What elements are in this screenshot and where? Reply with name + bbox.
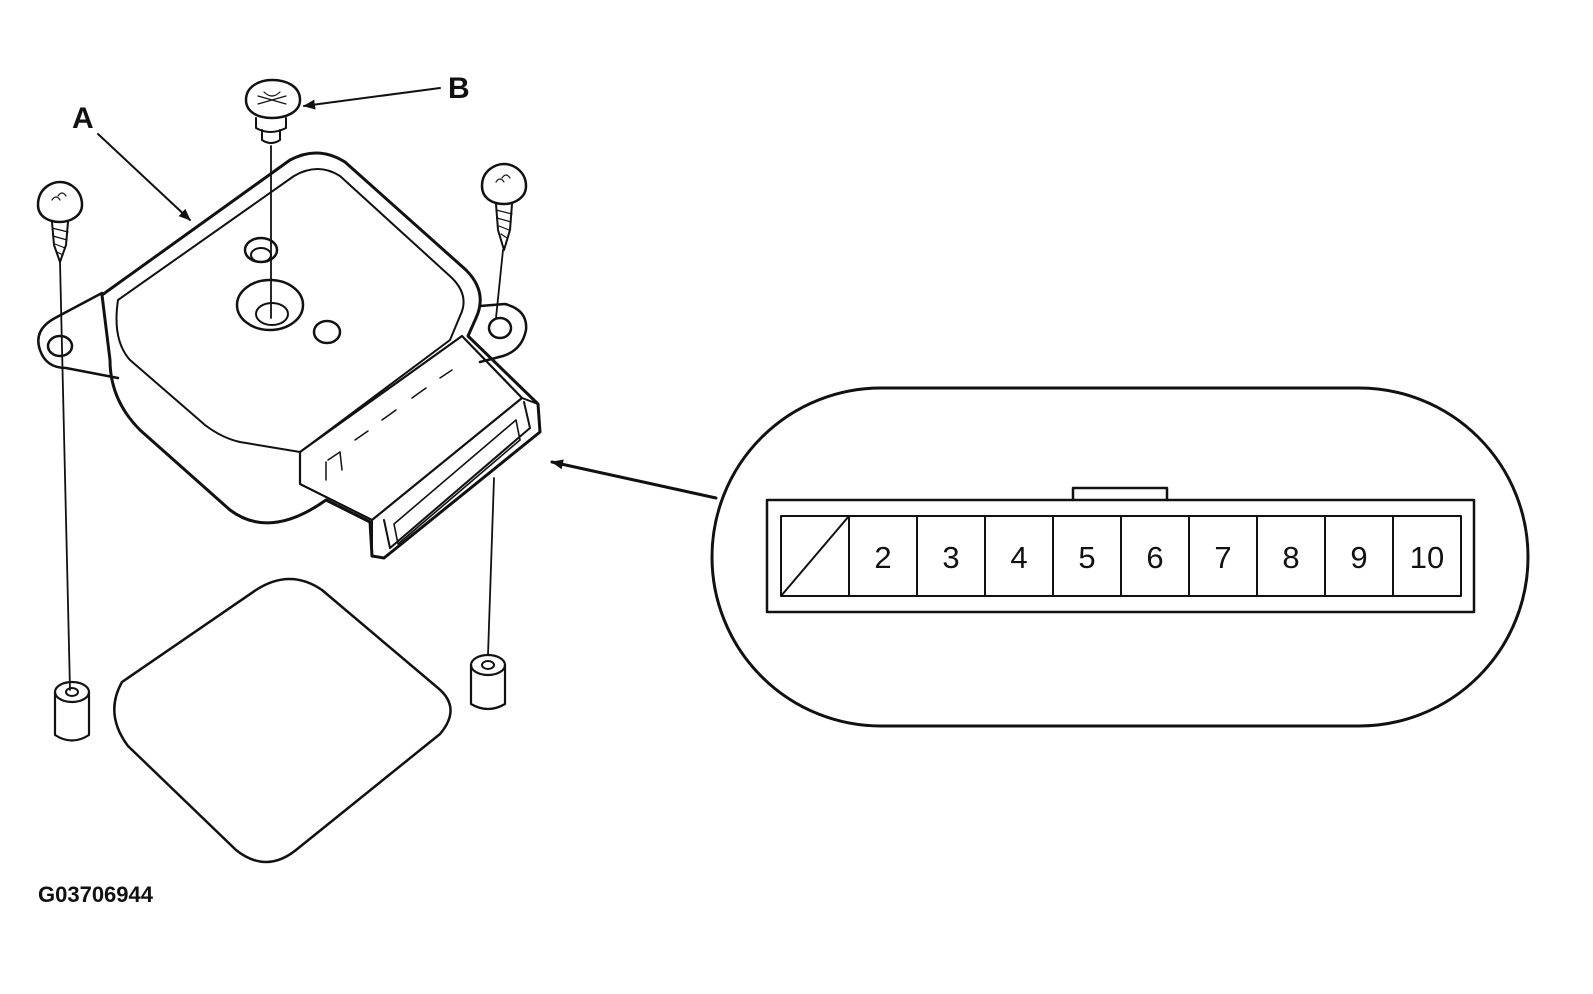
connector-pin-label: 3: [942, 540, 959, 575]
callout-a-label: A: [72, 102, 94, 135]
connector-lock-tab: [1071, 486, 1169, 502]
connector-pin-label: 9: [1350, 540, 1367, 575]
left-bushing: [53, 680, 91, 742]
connector-pin-9: 9: [1324, 515, 1394, 597]
connector-pin-1: [780, 515, 850, 597]
connector-pin-label: 7: [1214, 540, 1231, 575]
right-bushing: [469, 653, 507, 711]
connector-pin-8: 8: [1256, 515, 1326, 597]
connector-detail: 2 3 4 5 6 7 8 9 10: [550, 386, 1530, 728]
connector-pin-label: 5: [1078, 540, 1095, 575]
callout-b: B: [303, 72, 470, 110]
connector-pin-7: 7: [1188, 515, 1258, 597]
connector-frame: [765, 498, 1476, 614]
callout-a: A: [72, 102, 191, 221]
connector-pin-2: 2: [848, 515, 918, 597]
connector-pin-3: 3: [916, 515, 986, 597]
connector-pin-label: 6: [1146, 540, 1163, 575]
right-mounting-screw: [480, 162, 528, 656]
callout-b-label: B: [448, 72, 470, 105]
figure-id: G03706944: [38, 882, 154, 907]
connector-pin-4: 4: [984, 515, 1054, 597]
connector-pin-5: 5: [1052, 515, 1122, 597]
connector-pin-10: 10: [1392, 515, 1462, 597]
connector-pin-label: 10: [1410, 540, 1444, 575]
connector-pin-label: 8: [1282, 540, 1299, 575]
connector-pin-label: 2: [874, 540, 891, 575]
actuator-body: [37, 151, 542, 560]
connector-pin-6: 6: [1120, 515, 1190, 597]
left-mounting-screw: [36, 180, 84, 691]
gasket: [113, 577, 452, 864]
connector-pin-label: 4: [1010, 540, 1027, 575]
connector-detail-outline: [710, 386, 1530, 728]
